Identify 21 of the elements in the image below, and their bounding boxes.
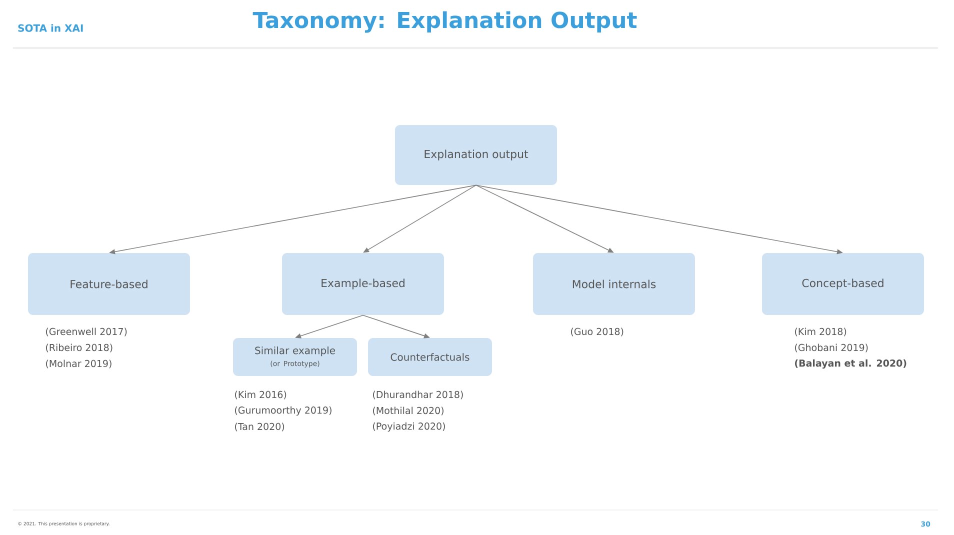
citation-text: (Tan 2020) — [235, 422, 284, 432]
citation-text: (Gurumoorthy 2019) — [235, 406, 332, 416]
citation-text: (Greenwell 2017) — [46, 328, 127, 336]
category-box: Concept-based — [762, 253, 924, 315]
slide-title: Taxonomy: Explanation Output — [252, 11, 637, 33]
category-box: Explanation output — [395, 125, 557, 185]
citation-text: (Mothilal 2020) — [373, 406, 444, 416]
citation-text: (Ghobani 2019) — [795, 344, 868, 352]
category-box: Example-based — [282, 253, 444, 315]
citation-text: (Ribeiro 2018) — [46, 344, 112, 352]
citation-text: (Molnar 2019) — [46, 360, 112, 368]
citation-text: (Balayan et al. 2020) — [795, 359, 906, 369]
category-box: Model internals — [533, 253, 695, 315]
citation-text: (Poyiadzi 2020) — [373, 422, 445, 432]
citation-text: (Guo 2018) — [571, 328, 624, 336]
category-box: Feature-based — [28, 253, 190, 315]
citation-text: (Kim 2018) — [795, 328, 846, 336]
section-label: SOTA in XAI — [18, 24, 83, 32]
citation-text: (Dhurandhar 2018) — [373, 390, 463, 400]
citation-text: (Kim 2016) — [235, 390, 286, 400]
category-box: Counterfactuals — [368, 338, 492, 376]
